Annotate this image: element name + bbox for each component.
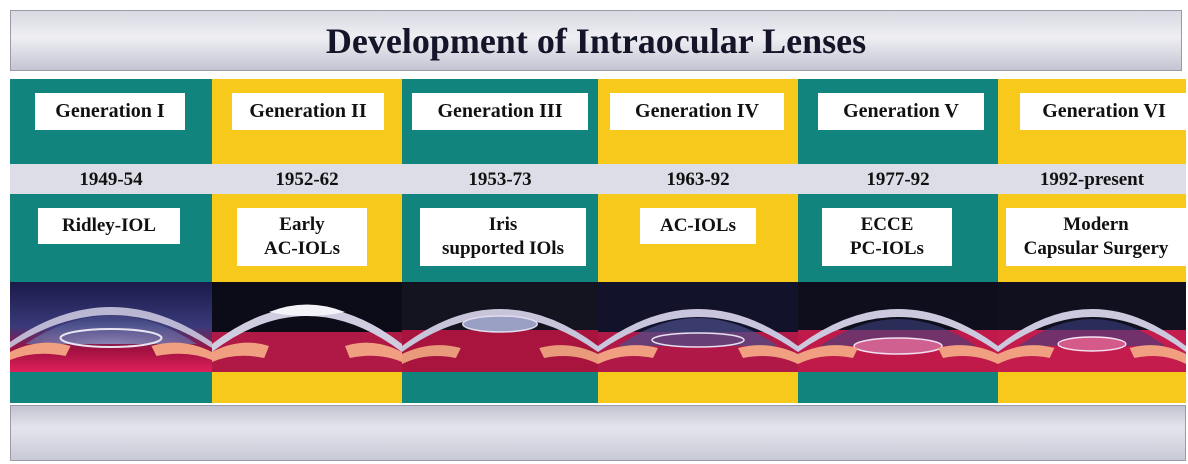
generation-1-years: 1949-54: [79, 169, 143, 190]
generation-4-years: 1963-92: [666, 169, 730, 190]
generation-2-line-1: Early: [279, 214, 325, 235]
generation-6-line-2: Capsular Surgery: [1023, 238, 1169, 259]
generation-2-label: Generation II: [232, 93, 384, 130]
eye-illustration-5: [798, 282, 998, 372]
generation-3-line-1: Iris: [488, 214, 518, 235]
eye-illustration-1: [10, 282, 212, 372]
generation-4-line-1: AC-IOLs: [659, 215, 736, 236]
generation-4-description: AC-IOLs: [640, 208, 756, 244]
generation-6-years: 1992-present: [1039, 169, 1145, 190]
generation-5-years: 1977-92: [866, 169, 930, 190]
generation-5-description: ECCE PC-IOLs: [822, 208, 952, 266]
eye-illustration-4: [598, 282, 798, 372]
generation-5-line-2: PC-IOLs: [850, 238, 924, 259]
years-band: [10, 164, 1186, 194]
generation-5-line-1: ECCE: [860, 214, 914, 235]
title-bar: Development of Intraocular Lenses: [10, 10, 1182, 71]
generation-6-description: Modern Capsular Surgery: [1006, 208, 1186, 266]
eye-illustration-2: [212, 282, 402, 372]
generation-3-years: 1953-73: [468, 169, 532, 190]
generation-5-label: Generation V: [818, 93, 984, 130]
generation-4-label: Generation IV: [610, 93, 784, 130]
eye-illustration-6: [998, 282, 1186, 372]
generation-2-description: Early AC-IOLs: [237, 208, 367, 266]
diagram-title: Development of Intraocular Lenses: [325, 20, 867, 61]
generation-3-label: Generation III: [412, 93, 588, 130]
generation-6-line-1: Modern: [1063, 214, 1129, 235]
generation-3-description: Iris supported IOls: [420, 208, 586, 266]
generation-1-label: Generation I: [35, 93, 185, 130]
generation-6-label: Generation VI: [1020, 93, 1188, 130]
generation-2-line-2: AC-IOLs: [263, 238, 340, 259]
eye-illustration-3: [402, 282, 598, 372]
footer-bar: [10, 405, 1186, 461]
generation-1-line-1: Ridley-IOL: [62, 215, 156, 236]
generation-3-line-2: supported IOls: [442, 238, 564, 259]
generation-2-years: 1952-62: [275, 169, 339, 190]
generation-1-description: Ridley-IOL: [38, 208, 180, 244]
